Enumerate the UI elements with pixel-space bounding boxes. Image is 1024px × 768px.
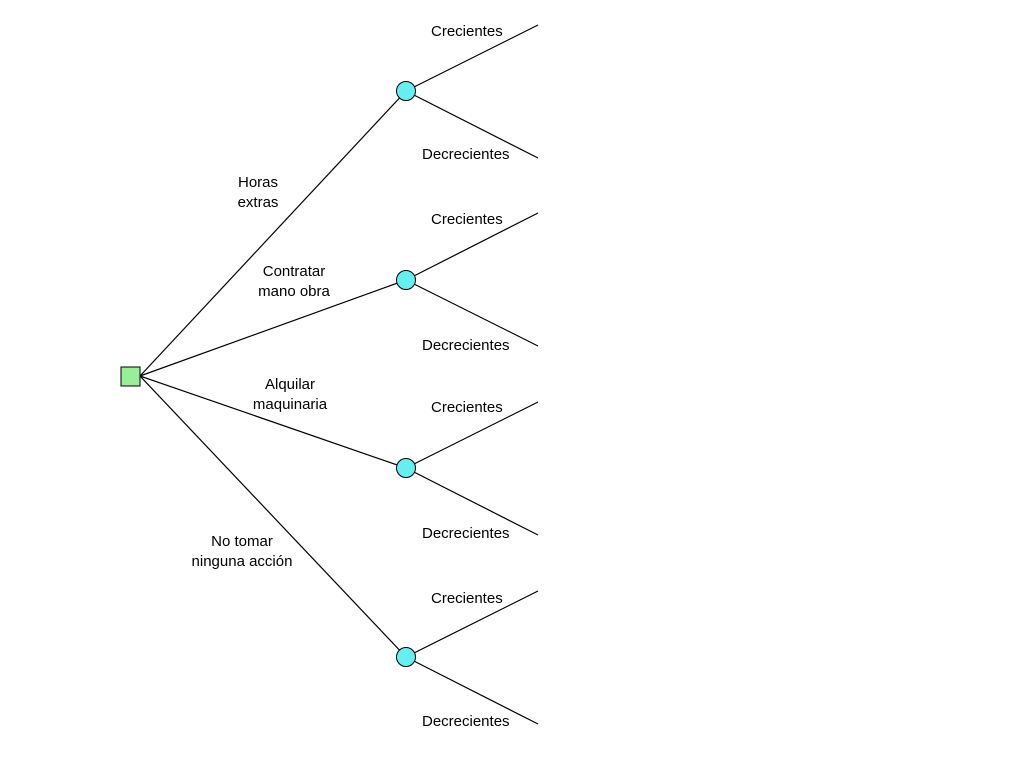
- chance-node-3: [396, 458, 416, 478]
- edge-outcome-3-down: [405, 467, 539, 536]
- outcome-label-3-up: Crecientes: [431, 399, 503, 416]
- outcome-label-1-up: Crecientes: [431, 23, 503, 40]
- branch-label-1-line2: extras: [237, 194, 279, 211]
- outcome-label-2-down: Decrecientes: [422, 337, 510, 354]
- chance-node-1: [396, 81, 416, 101]
- chance-node-4: [396, 647, 416, 667]
- branch-label-3-line2: maquinaria: [252, 396, 328, 413]
- edge-outcome-1-up: [405, 24, 539, 92]
- branch-label-4: No tomar ninguna acción: [176, 532, 308, 572]
- branch-label-2-line2: mano obra: [258, 283, 330, 300]
- branch-label-4-line2: ninguna acción: [191, 553, 293, 570]
- edge-outcome-2-up: [405, 212, 539, 281]
- branch-label-3-line1: Alquilar: [264, 376, 316, 393]
- edge-branch-2: [139, 279, 407, 377]
- branch-label-2-line1: Contratar: [262, 263, 326, 280]
- chance-node-2: [396, 270, 416, 290]
- decision-node: [120, 366, 141, 387]
- edge-branch-1: [139, 90, 407, 377]
- outcome-label-1-down: Decrecientes: [422, 146, 510, 163]
- edge-branch-4: [139, 375, 407, 658]
- edge-outcome-1-down: [405, 90, 539, 159]
- outcome-label-3-down: Decrecientes: [422, 525, 510, 542]
- outcome-label-2-up: Crecientes: [431, 211, 503, 228]
- branch-label-4-line1: No tomar: [211, 533, 273, 550]
- branch-label-1-line1: Horas: [237, 174, 278, 191]
- outcome-label-4-up: Crecientes: [431, 590, 503, 607]
- edge-outcome-4-down: [405, 656, 539, 725]
- edge-branch-3: [139, 375, 407, 469]
- outcome-label-4-down: Decrecientes: [422, 713, 510, 730]
- branch-label-3: Alquilar maquinaria: [240, 375, 340, 415]
- edge-outcome-3-up: [405, 401, 539, 469]
- edge-outcome-4-up: [405, 590, 539, 658]
- branch-label-2: Contratar mano obra: [244, 262, 344, 302]
- edge-outcome-2-down: [405, 279, 539, 347]
- branch-label-1: Horas extras: [218, 173, 298, 213]
